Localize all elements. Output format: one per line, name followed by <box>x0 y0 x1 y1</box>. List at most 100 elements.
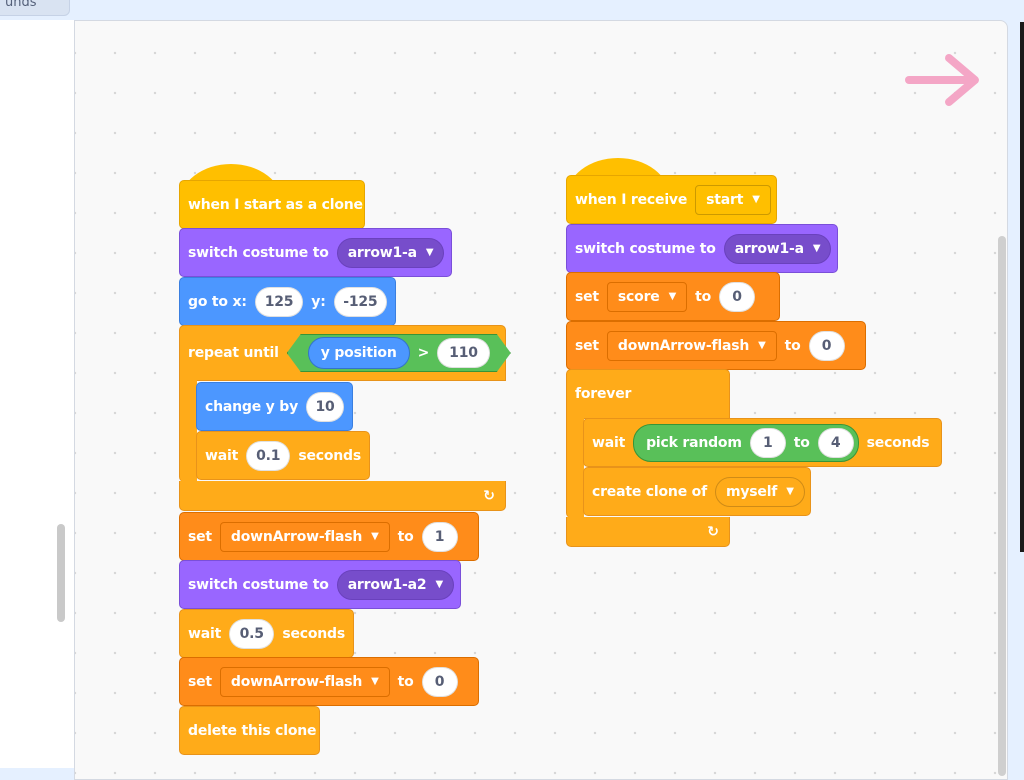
block-label: switch costume to <box>188 576 329 593</box>
switch-costume-block[interactable]: switch costume to arrow1-a ▼ <box>566 224 838 273</box>
chevron-down-icon: ▼ <box>812 243 821 254</box>
repeat-arrow-icon: ↻ <box>483 487 495 504</box>
forever-block[interactable]: forever <box>566 369 730 419</box>
block-label: seconds <box>298 447 361 464</box>
sprite-arrow-icon <box>905 54 979 106</box>
operator-symbol: > <box>417 345 430 361</box>
when-start-as-clone-block[interactable]: when I start as a clone <box>179 180 365 229</box>
variable-value: downArrow-flash <box>230 528 363 545</box>
block-label: seconds <box>282 625 345 642</box>
chevron-down-icon: ▼ <box>668 291 677 302</box>
forever-arm <box>566 418 584 518</box>
repeat-arm <box>179 380 197 482</box>
block-label: go to x: <box>188 293 247 310</box>
sounds-tab[interactable]: unds <box>0 0 70 16</box>
create-clone-block[interactable]: create clone of myself ▼ <box>583 467 811 516</box>
stage-edge <box>1020 22 1024 552</box>
block-label: to <box>397 673 414 690</box>
y-position-reporter[interactable]: y position <box>308 337 410 369</box>
set-value-input[interactable]: 0 <box>719 281 755 312</box>
workspace-scrollbar[interactable] <box>998 236 1006 776</box>
switch-costume-block[interactable]: switch costume to arrow1-a ▼ <box>179 228 452 277</box>
variable-value: downArrow-flash <box>617 337 750 354</box>
block-label: change y by <box>205 398 299 415</box>
change-y-block[interactable]: change y by 10 <box>196 382 353 431</box>
chevron-down-icon: ▼ <box>786 486 794 497</box>
chevron-down-icon: ▼ <box>752 194 760 205</box>
chevron-down-icon: ▼ <box>371 531 379 542</box>
chevron-down-icon: ▼ <box>435 579 443 590</box>
delete-clone-block[interactable]: delete this clone <box>179 706 320 755</box>
operator-label: pick random <box>646 434 742 451</box>
random-to-input[interactable]: 4 <box>817 427 854 458</box>
block-label: set <box>575 337 599 354</box>
costume-dropdown[interactable]: arrow1-a2 ▼ <box>336 569 454 600</box>
set-variable-block[interactable]: set downArrow-flash ▼ to 0 <box>566 321 866 370</box>
set-value-input[interactable]: 1 <box>421 521 458 552</box>
variable-dropdown[interactable]: score ▼ <box>606 281 688 312</box>
variable-value: downArrow-flash <box>230 673 363 690</box>
block-label: forever <box>575 386 632 402</box>
costume-dropdown[interactable]: arrow1-a ▼ <box>336 237 445 268</box>
variable-dropdown[interactable]: downArrow-flash ▼ <box>219 521 390 552</box>
message-value: start <box>706 191 744 208</box>
set-value-input[interactable]: 0 <box>421 666 458 697</box>
costume-value: arrow1-a2 <box>347 576 427 593</box>
block-label: when I start as a clone <box>188 196 363 213</box>
random-from-input[interactable]: 1 <box>749 427 786 458</box>
operator-label: to <box>793 434 810 451</box>
change-y-input[interactable]: 10 <box>306 391 344 422</box>
block-label: to <box>784 337 801 354</box>
costume-dropdown[interactable]: arrow1-a ▼ <box>723 233 832 264</box>
block-label: when I receive <box>575 191 688 208</box>
wait-input[interactable]: 0.1 <box>246 440 291 471</box>
set-value-input[interactable]: 0 <box>808 330 845 361</box>
block-label: wait <box>205 447 239 464</box>
set-variable-block[interactable]: set downArrow-flash ▼ to 1 <box>179 512 479 561</box>
repeat-foot: ↻ <box>179 481 506 511</box>
pick-random-operator[interactable]: pick random 1 to 4 <box>633 423 859 462</box>
block-label: wait <box>592 434 626 451</box>
switch-costume-block[interactable]: switch costume to arrow1-a2 ▼ <box>179 560 461 609</box>
block-label: wait <box>188 625 222 642</box>
clone-target-dropdown[interactable]: myself ▼ <box>714 476 805 507</box>
y-label: y: <box>311 293 326 310</box>
right-edge <box>1017 0 1024 768</box>
block-label: to <box>695 288 711 305</box>
message-dropdown[interactable]: start ▼ <box>695 184 771 215</box>
go-to-xy-block[interactable]: go to x: 125 y: -125 <box>179 277 396 326</box>
palette-scrollbar[interactable] <box>57 524 65 622</box>
variable-dropdown[interactable]: downArrow-flash ▼ <box>219 666 390 697</box>
block-label: switch costume to <box>188 244 329 261</box>
blocks-palette <box>0 20 75 768</box>
greater-than-operator[interactable]: y position > 110 <box>287 334 511 372</box>
block-label: seconds <box>866 434 930 451</box>
x-input[interactable]: 125 <box>254 286 304 317</box>
set-score-block[interactable]: set score▼ to 0 <box>566 272 780 321</box>
variable-value: score <box>617 288 660 305</box>
when-i-receive-block[interactable]: when I receive start ▼ <box>566 175 777 224</box>
chevron-down-icon: ▼ <box>425 247 434 258</box>
chevron-down-icon: ▼ <box>758 340 766 351</box>
block-label: set <box>188 673 212 690</box>
wait-block[interactable]: wait 0.5 seconds <box>179 609 354 658</box>
block-label: switch costume to <box>575 240 716 257</box>
wait-block[interactable]: wait 0.1 seconds <box>196 431 370 480</box>
wait-random-block[interactable]: wait pick random 1 to 4 seconds <box>583 418 942 467</box>
costume-value: arrow1-a <box>347 244 417 261</box>
clone-target-value: myself <box>725 483 778 500</box>
costume-value: arrow1-a <box>734 240 804 257</box>
variable-dropdown[interactable]: downArrow-flash ▼ <box>606 330 777 361</box>
y-input[interactable]: -125 <box>333 286 387 317</box>
chevron-down-icon: ▼ <box>371 676 379 687</box>
wait-input[interactable]: 0.5 <box>229 618 275 649</box>
block-label: create clone of <box>592 483 707 500</box>
block-label: set <box>188 528 212 545</box>
block-label: repeat until <box>188 345 279 361</box>
repeat-until-block[interactable]: repeat until y position > 110 <box>179 325 506 381</box>
set-variable-block[interactable]: set downArrow-flash ▼ to 0 <box>179 657 479 706</box>
compare-value-input[interactable]: 110 <box>437 338 490 368</box>
block-label: to <box>397 528 414 545</box>
repeat-arrow-icon: ↻ <box>707 523 719 540</box>
block-label: delete this clone <box>188 722 317 739</box>
